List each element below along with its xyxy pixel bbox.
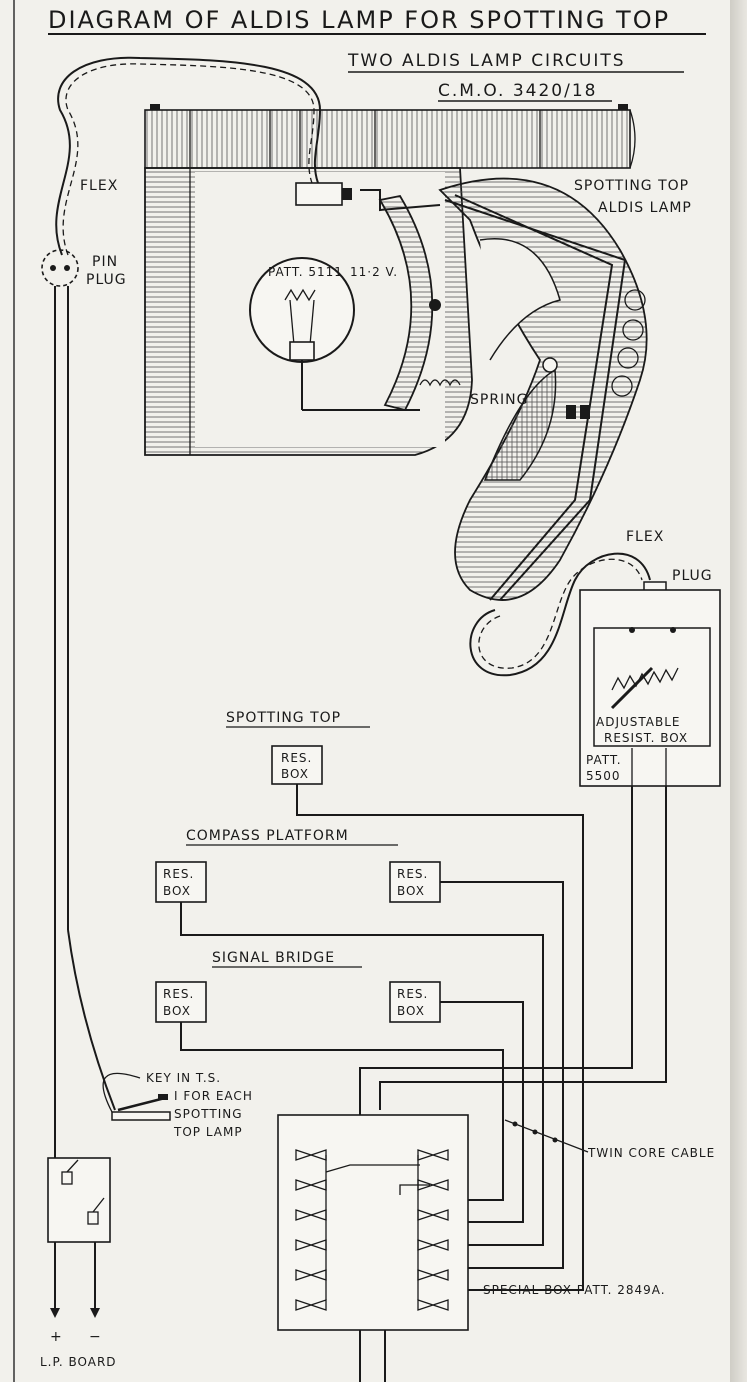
diagram-subtitle: TWO ALDIS LAMP CIRCUITS bbox=[347, 51, 626, 71]
label-spring: SPRING bbox=[470, 392, 529, 408]
svg-text:RES.: RES. bbox=[397, 867, 428, 881]
key-switch bbox=[102, 1072, 171, 1121]
lamp-holder bbox=[295, 182, 343, 206]
label-lamp-volt: 11·2 V. bbox=[350, 265, 398, 279]
label-key-line3: SPOTTING bbox=[174, 1107, 243, 1121]
svg-text:BOX: BOX bbox=[163, 884, 191, 898]
flex-cable-left bbox=[55, 56, 322, 256]
res-box-spotting-top: RES. BOX bbox=[271, 745, 323, 785]
aldis-lamp-body bbox=[144, 104, 648, 601]
label-key-line1: KEY IN T.S. bbox=[146, 1071, 221, 1085]
spring-coil bbox=[419, 379, 461, 387]
svg-text:BOX: BOX bbox=[163, 1004, 191, 1018]
label-plug: PLUG bbox=[86, 272, 127, 288]
label-special-box: SPECIAL BOX PATT. 2849A. bbox=[483, 1283, 666, 1297]
label-pin: PIN bbox=[92, 254, 118, 270]
svg-text:BOX: BOX bbox=[281, 767, 309, 781]
svg-text:RES.: RES. bbox=[397, 987, 428, 1001]
label-patt-number: 5500 bbox=[586, 769, 621, 783]
special-box bbox=[277, 1114, 469, 1331]
svg-text:BOX: BOX bbox=[397, 1004, 425, 1018]
label-flex-right: FLEX bbox=[626, 529, 664, 545]
res-box-signal-right: RES. BOX bbox=[389, 981, 441, 1023]
page-edge bbox=[730, 0, 747, 1382]
res-box-signal-left: RES. BOX bbox=[155, 981, 207, 1023]
label-minus: − bbox=[89, 1329, 102, 1345]
lp-board-box bbox=[47, 1157, 111, 1243]
label-key-line4: TOP LAMP bbox=[173, 1125, 243, 1139]
label-resist-box: RESIST. BOX bbox=[604, 731, 688, 745]
res-box-compass-left: RES. BOX bbox=[155, 861, 207, 903]
label-plus: + bbox=[50, 1329, 63, 1345]
section-spotting-top: SPOTTING TOP bbox=[226, 710, 341, 726]
svg-text:RES.: RES. bbox=[163, 867, 194, 881]
svg-text:RES.: RES. bbox=[163, 987, 194, 1001]
adjustable-resist-box bbox=[579, 589, 721, 787]
svg-text:BOX: BOX bbox=[397, 884, 425, 898]
label-adjustable: ADJUSTABLE bbox=[596, 715, 681, 729]
label-spotting-top: SPOTTING TOP bbox=[574, 178, 689, 194]
label-aldis-lamp: ALDIS LAMP bbox=[598, 200, 692, 216]
label-patt: PATT. bbox=[586, 753, 622, 767]
label-lp-board: L.P. BOARD bbox=[40, 1355, 117, 1369]
diagram-title: DIAGRAM OF ALDIS LAMP FOR SPOTTING TOP bbox=[48, 6, 670, 34]
label-flex-left: FLEX bbox=[80, 178, 118, 194]
svg-text:RES.: RES. bbox=[281, 751, 312, 765]
flex-cable-right bbox=[469, 552, 651, 677]
label-plug-right: PLUG bbox=[672, 568, 713, 584]
label-twin-core-cable: TWIN CORE CABLE bbox=[587, 1146, 715, 1160]
section-compass-platform: COMPASS PLATFORM bbox=[186, 828, 349, 844]
cable-runs bbox=[180, 748, 667, 1291]
label-key-line2: I FOR EACH bbox=[174, 1089, 253, 1103]
label-lamp-patt: PATT. 5111 bbox=[268, 265, 343, 279]
twin-core-pointer bbox=[504, 1119, 589, 1153]
resistor-element bbox=[611, 667, 679, 691]
pin-plug bbox=[41, 249, 79, 287]
section-signal-bridge: SIGNAL BRIDGE bbox=[212, 950, 335, 966]
reference-number: C.M.O. 3420/18 bbox=[438, 81, 597, 101]
res-box-compass-right: RES. BOX bbox=[389, 861, 441, 903]
